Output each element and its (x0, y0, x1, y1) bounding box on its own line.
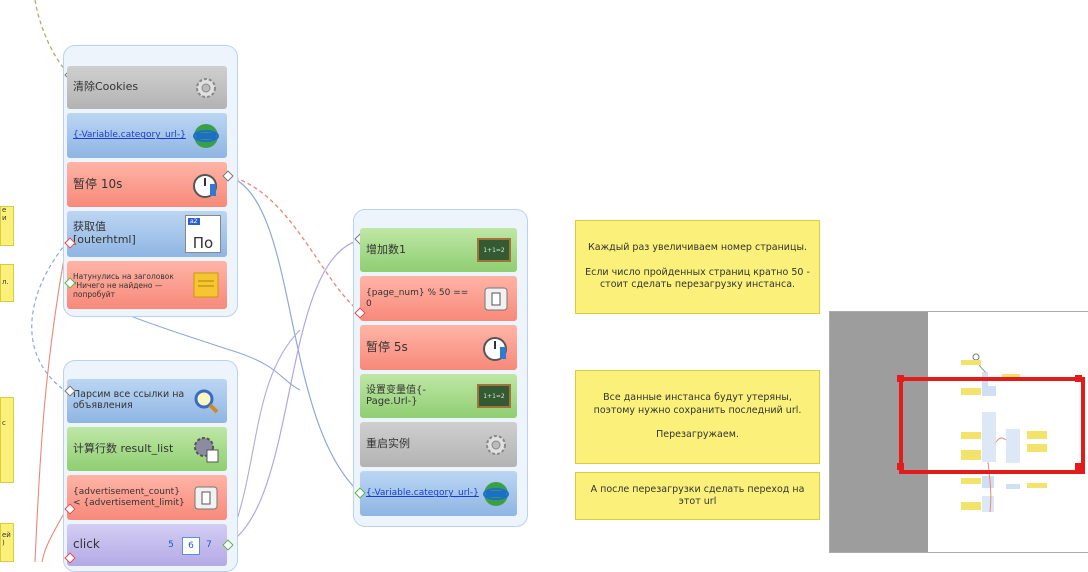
minimap-viewport-frame[interactable] (899, 377, 1085, 474)
globe-icon (193, 123, 219, 148)
chalkboard-icon: 1+1=2 (477, 384, 511, 408)
minimap-panel[interactable] (829, 311, 1088, 553)
board-text: 1+1=2 (483, 392, 505, 400)
wire-pause-to-url-blue (227, 175, 361, 494)
pause-5s-block[interactable]: 暂停 5s (360, 325, 517, 370)
restart-instance-block[interactable]: 重启实例 (360, 422, 517, 467)
clear-cookies-block[interactable]: 清除Cookies (67, 66, 227, 109)
board-text: 1+1=2 (483, 246, 505, 254)
block-label: 暂停 5s (366, 339, 408, 354)
block-label: {page_num} % 50 == 0 (366, 288, 469, 309)
wire-left-dashed-blue (31, 241, 68, 393)
minimap-diagram (961, 353, 1047, 513)
block-label: {-Variable.category_url-} (366, 488, 479, 499)
switch-icon (484, 287, 508, 310)
block-label: 增加数1 (366, 242, 406, 256)
viewport-handle-top-left[interactable] (897, 375, 904, 382)
minimap-offscreen-shade (830, 312, 928, 552)
html-value-icon: По a2 (185, 215, 221, 253)
edge-note-4[interactable]: ей ) (0, 523, 14, 562)
comment-note-navigate[interactable]: А после перезагрузки сделать переход на … (575, 472, 820, 520)
viewport-handle-bottom-left[interactable] (897, 463, 904, 470)
block-label: {-Variable.category_url-} (73, 130, 186, 141)
chalkboard-icon: 1+1=2 (477, 238, 511, 262)
block-label: 暂停 10s (73, 176, 123, 191)
viewport-handle-top-right[interactable] (1075, 375, 1082, 382)
block-label: click (73, 537, 100, 552)
page-modulo-condition-block[interactable]: {page_num} % 50 == 0 (360, 276, 517, 321)
set-variable-block[interactable]: 设置变量值{-Page.Url-} 1+1=2 (360, 374, 517, 418)
block-label: 设置变量值{-Page.Url-} (366, 384, 426, 408)
comment-note-page-counter[interactable]: Каждый раз увеличиваем номер страницы. Е… (575, 220, 820, 314)
block-label: 重启实例 (366, 437, 410, 451)
gear-icon (196, 77, 216, 98)
pause-10s-block[interactable]: 暂停 10s (67, 162, 227, 207)
icon-text: По (192, 234, 214, 252)
sticky-note-icon (193, 272, 219, 298)
edge-note-3[interactable]: с (0, 397, 14, 483)
globe-icon (483, 481, 509, 506)
block-label: {advertisement_count} < {advertisement_l… (73, 487, 185, 508)
block-label: Натунулись на заголовок "Ничего не найде… (73, 271, 174, 299)
icon-text-top: a2 (188, 218, 200, 225)
edge-note-2[interactable]: л. (0, 264, 14, 302)
block-label: 计算行数 result_list (73, 441, 174, 455)
wire-click-up (227, 329, 301, 545)
navigate-url-block[interactable]: {-Variable.category_url-} (67, 113, 227, 158)
note-block[interactable]: Натунулись на заголовок "Ничего не найде… (67, 261, 227, 309)
stopwatch-icon (483, 336, 507, 361)
viewport-handle-bottom-right[interactable] (1075, 463, 1082, 470)
get-value-block[interactable]: 获取值 [outerhtml] По a2 (67, 211, 227, 257)
advertisement-condition-block[interactable]: {advertisement_count} < {advertisement_l… (67, 475, 227, 520)
gear-icon (486, 434, 506, 455)
comment-note-restart[interactable]: Все данные инстанса будут утеряны, поэто… (575, 370, 820, 464)
page-number-current: 6 (182, 537, 200, 555)
page-number-next: 7 (206, 540, 212, 550)
wire-click-to-add (227, 239, 361, 545)
edge-note-1[interactable]: е и (0, 206, 14, 246)
parse-links-block[interactable]: Парсим все ссылки на объявления (67, 379, 227, 423)
increment-block[interactable]: 增加数1 1+1=2 (360, 228, 517, 272)
page-number-prev: 5 (168, 540, 174, 550)
pager-icon: 5 6 7 (163, 532, 219, 558)
wire-pause-to-modulo-red (227, 175, 361, 313)
stopwatch-icon (193, 173, 217, 198)
magnifier-icon (194, 389, 219, 414)
navigate-url-block-2[interactable]: {-Variable.category_url-} (360, 471, 517, 516)
block-label: 获取值 [outerhtml] (73, 220, 136, 246)
switch-icon (194, 486, 218, 509)
count-rows-block[interactable]: 计算行数 result_list (67, 427, 227, 471)
block-label: Парсим все ссылки на объявления (73, 389, 185, 411)
gear-list-icon (194, 437, 219, 463)
click-block[interactable]: click 5 6 7 (67, 524, 227, 566)
block-label: 清除Cookies (73, 80, 139, 94)
